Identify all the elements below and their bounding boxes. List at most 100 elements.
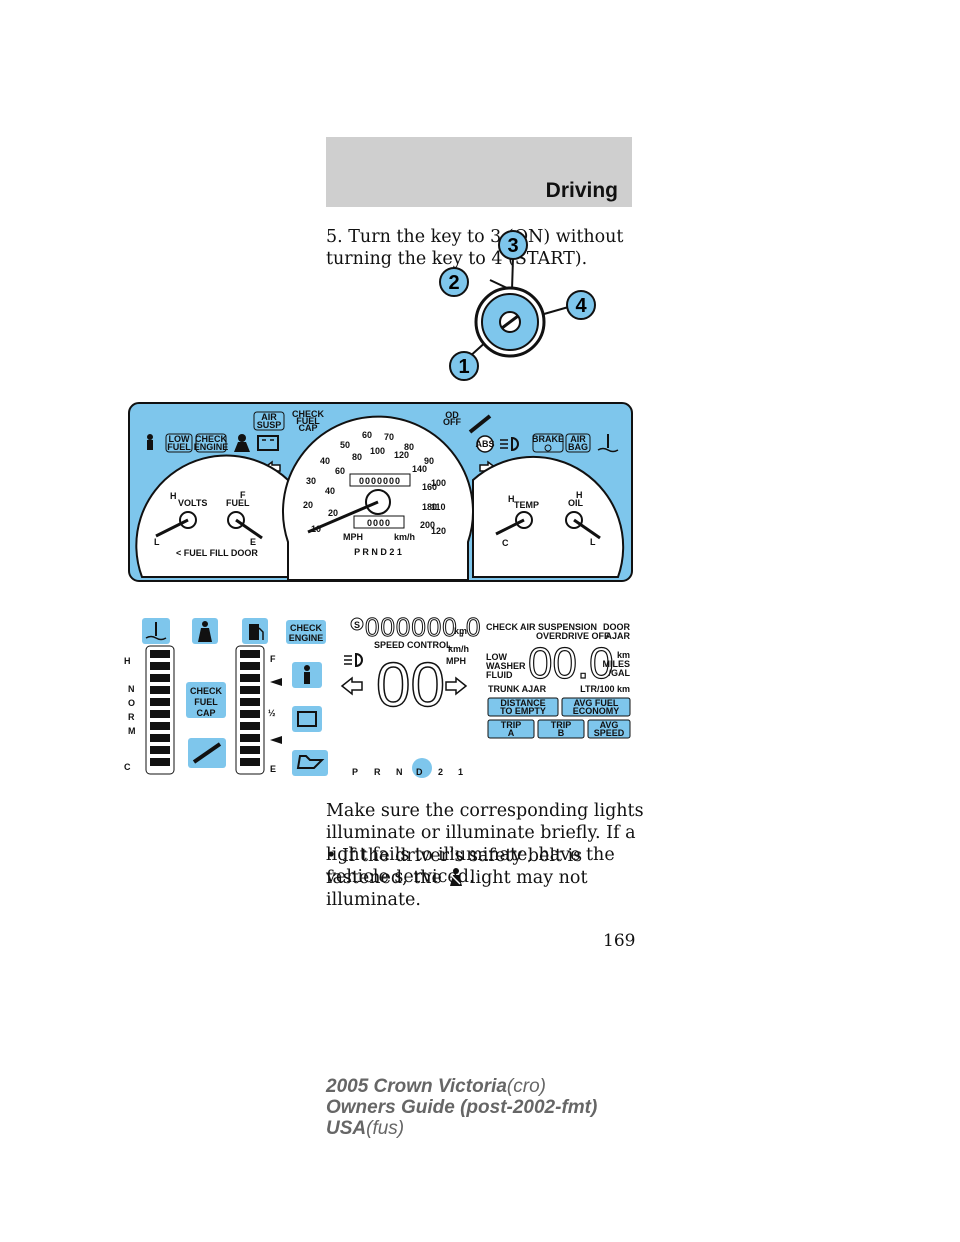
svg-text:WASHER: WASHER bbox=[486, 661, 526, 671]
svg-text:60: 60 bbox=[335, 466, 345, 476]
svg-text:H: H bbox=[576, 490, 583, 500]
check-lights-paragraph: Make sure the corresponding lights illum… bbox=[326, 801, 644, 887]
svg-text:110: 110 bbox=[431, 502, 446, 512]
svg-text:30: 30 bbox=[306, 476, 316, 486]
svg-text:20: 20 bbox=[328, 508, 338, 518]
svg-text:1: 1 bbox=[458, 356, 469, 378]
svg-text:E: E bbox=[250, 537, 256, 547]
svg-text:H: H bbox=[170, 491, 177, 501]
od-off-lamp: OD OFF bbox=[443, 410, 461, 427]
svg-text:160: 160 bbox=[422, 482, 437, 492]
svg-text:AIR: AIR bbox=[570, 434, 586, 444]
svg-text:F: F bbox=[240, 490, 246, 500]
bullet-text-after: light may not illuminate. bbox=[326, 868, 588, 910]
seatbelt-icon bbox=[449, 868, 462, 886]
distance-to-empty-button[interactable]: DISTANCE TO EMPTY bbox=[487, 697, 559, 717]
ignition-position-4: 4 bbox=[566, 290, 596, 320]
air-susp-lamp: AIR SUSP bbox=[253, 411, 285, 431]
svg-text:km/h: km/h bbox=[448, 644, 469, 654]
svg-text:½: ½ bbox=[268, 708, 276, 718]
check-fuel-cap-lamp: CHECK FUEL CAP bbox=[186, 682, 226, 718]
svg-text:ENGINE: ENGINE bbox=[194, 442, 229, 452]
svg-text:180: 180 bbox=[422, 502, 437, 512]
brake-lamp: BRAKE bbox=[532, 433, 564, 453]
svg-text:DISTANCE: DISTANCE bbox=[500, 698, 545, 708]
svg-text:H: H bbox=[124, 656, 131, 666]
gear-indicator: P R N D 2 1 bbox=[354, 547, 402, 557]
svg-text:ABS: ABS bbox=[475, 439, 494, 449]
air-bag-lamp: AIR BAG bbox=[565, 433, 591, 453]
trip-readout: 0000 bbox=[367, 518, 391, 528]
svg-text:90: 90 bbox=[424, 456, 434, 466]
seatbelt-warning-icon bbox=[292, 662, 322, 688]
svg-text:CHECK: CHECK bbox=[292, 409, 325, 419]
svg-text:000000.0: 000000.0 bbox=[365, 612, 481, 642]
svg-text:BAG: BAG bbox=[568, 442, 588, 452]
svg-text:4: 4 bbox=[575, 295, 587, 317]
svg-text:40: 40 bbox=[320, 456, 330, 466]
oil-pressure-icon bbox=[292, 750, 328, 776]
svg-text:O: O bbox=[128, 698, 135, 708]
svg-text:P: P bbox=[352, 767, 358, 777]
check-engine-lamp: CHECK ENGINE bbox=[194, 433, 229, 453]
wrench-icon bbox=[188, 738, 226, 768]
svg-text:FUEL: FUEL bbox=[296, 416, 320, 426]
avg-speed-button[interactable]: AVG SPEED bbox=[587, 719, 631, 739]
message-center-digits: 00.0 bbox=[528, 639, 614, 688]
svg-text:TRIP: TRIP bbox=[501, 720, 522, 730]
trip-a-button[interactable]: TRIP A bbox=[487, 719, 535, 739]
speed-control-indicator: SPEED CONTROL bbox=[374, 640, 452, 650]
battery-icon bbox=[257, 435, 279, 451]
check-engine-lamp: CHECK ENGINE bbox=[286, 620, 326, 644]
svg-text:TRIP: TRIP bbox=[551, 720, 572, 730]
seatbelt-bullet: •If the driver’s safety belt is fastened… bbox=[326, 845, 666, 911]
svg-text:80: 80 bbox=[352, 452, 362, 462]
svg-text:/GAL: /GAL bbox=[609, 668, 631, 678]
svg-text:AVG: AVG bbox=[600, 720, 619, 730]
low-fuel-lamp: LOW FUEL bbox=[165, 433, 193, 453]
svg-text:LOW: LOW bbox=[169, 434, 190, 444]
svg-text:1: 1 bbox=[458, 767, 463, 777]
svg-text:OFF: OFF bbox=[443, 417, 461, 427]
svg-text:R: R bbox=[374, 767, 381, 777]
svg-text:km/h: km/h bbox=[394, 532, 415, 542]
svg-text:km: km bbox=[617, 650, 630, 660]
svg-text:70: 70 bbox=[384, 432, 394, 442]
odometer-readout: 0000000 bbox=[359, 476, 401, 486]
svg-text:20: 20 bbox=[303, 500, 313, 510]
svg-text:LOW: LOW bbox=[486, 652, 507, 662]
digital-instrument-cluster: CHECK ENGINE H N O R M C CHECK FUEL CAP bbox=[124, 612, 631, 778]
airbag-passenger-icon bbox=[234, 434, 250, 452]
fuel-bar-gauge: F ½ E bbox=[235, 645, 282, 775]
svg-text:F: F bbox=[270, 654, 276, 664]
svg-text:CAP: CAP bbox=[298, 423, 317, 433]
trip-b-button[interactable]: TRIP B bbox=[537, 719, 585, 739]
message-center: CHECK AIR SUSPENSION OVERDRIVE OFF DOOR … bbox=[486, 622, 631, 739]
footer-line-3: USA(fus) bbox=[326, 1118, 405, 1139]
svg-text:ECONOMY: ECONOMY bbox=[573, 706, 620, 716]
svg-text:B: B bbox=[558, 728, 565, 738]
page-number: 169 bbox=[603, 931, 636, 951]
wrench-icon bbox=[468, 414, 492, 434]
svg-text:100: 100 bbox=[431, 478, 446, 488]
svg-text:SUSP: SUSP bbox=[257, 420, 282, 430]
svg-text:S: S bbox=[354, 620, 360, 630]
svg-text:120: 120 bbox=[431, 526, 446, 536]
svg-text:200: 200 bbox=[420, 520, 435, 530]
avg-fuel-economy-button[interactable]: AVG FUEL ECONOMY bbox=[561, 697, 631, 717]
svg-text:R: R bbox=[128, 712, 135, 722]
battery-icon bbox=[292, 706, 322, 732]
section-header: Driving bbox=[326, 137, 632, 207]
ignition-position-2: 2 bbox=[439, 267, 469, 297]
svg-text:80: 80 bbox=[404, 442, 414, 452]
seatbelt-warning-lamp bbox=[140, 432, 160, 452]
svg-text:120: 120 bbox=[394, 450, 409, 460]
volts-fuel-gauge: H VOLTS L F FUEL E < FUEL FILL DOOR bbox=[135, 454, 289, 578]
svg-text:A: A bbox=[508, 728, 515, 738]
headlamp-icon bbox=[500, 436, 519, 452]
ignition-position-3: 3 bbox=[498, 230, 528, 260]
svg-text:40: 40 bbox=[325, 486, 335, 496]
analog-instrument-cluster: LOW FUEL CHECK ENGINE AIR SUSP CHECK FUE… bbox=[128, 402, 633, 582]
svg-text:N: N bbox=[396, 767, 403, 777]
svg-text:60: 60 bbox=[362, 430, 372, 440]
